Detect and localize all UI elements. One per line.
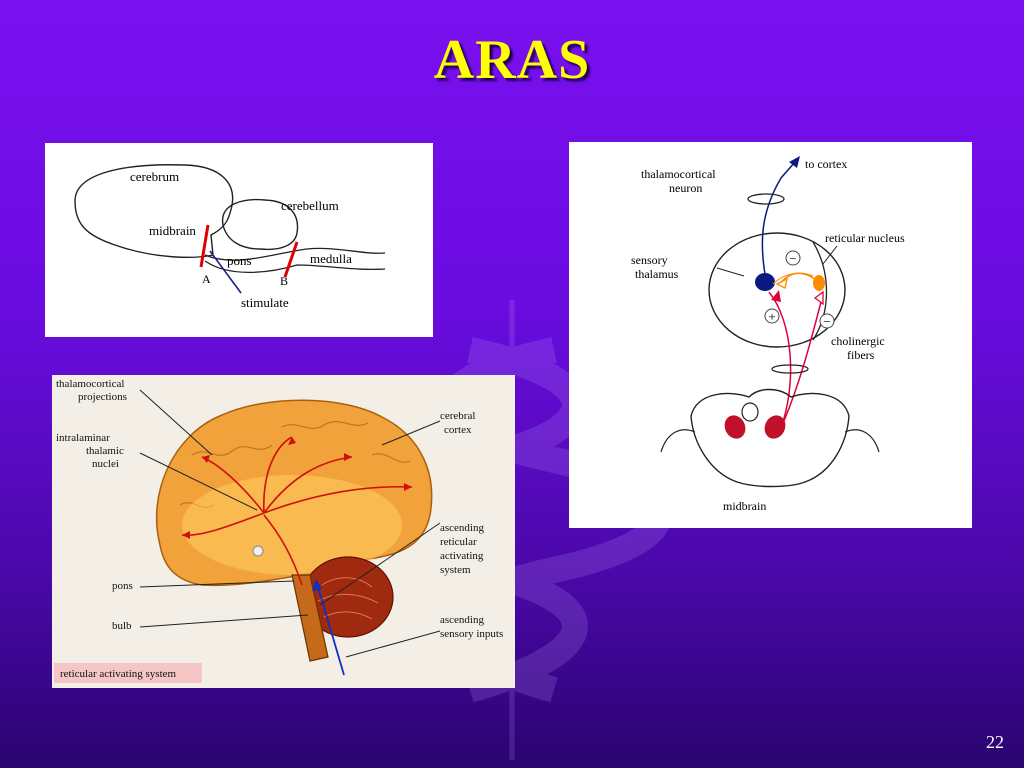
cholinergic-fiber-2 bbox=[780, 301, 822, 429]
reticular-collateral bbox=[772, 272, 814, 285]
brainstem-shape bbox=[291, 574, 329, 662]
brainstem-lower-line bbox=[204, 260, 386, 274]
label-stimulate: stimulate bbox=[241, 295, 289, 310]
label-midbrain: midbrain bbox=[723, 499, 766, 513]
axon-bundle-ring-top bbox=[747, 193, 785, 205]
sensory-thalamus-pointer bbox=[716, 267, 745, 277]
cut-a-line bbox=[199, 224, 210, 268]
cholinergic-synapse-2 bbox=[813, 290, 824, 306]
label-reticular: reticular bbox=[440, 536, 477, 548]
label-thalamic: thalamic bbox=[86, 445, 124, 457]
brainstem-diagram: cerebrum cerebellum midbrain pons medull… bbox=[74, 164, 386, 310]
midbrain-nucleus-left bbox=[724, 415, 746, 439]
label-activating: activating bbox=[440, 550, 484, 562]
projection-arrowheads bbox=[182, 437, 412, 539]
to-cortex-arrowhead bbox=[789, 156, 800, 168]
label-fibers: fibers bbox=[847, 348, 875, 362]
caption-background bbox=[54, 663, 202, 683]
slide-title: ARAS bbox=[433, 29, 591, 91]
brain-labels: thalamocortical projections cerebral cor… bbox=[56, 378, 503, 640]
cerebellum-outline bbox=[222, 198, 299, 251]
sensory-thalamus-outline bbox=[708, 232, 846, 348]
label-cerebrum: cerebrum bbox=[130, 169, 179, 184]
page-number: 22 bbox=[986, 732, 1004, 752]
minus-sign-upper-glyph: − bbox=[789, 251, 796, 266]
cholinergic-synapse-1 bbox=[771, 290, 781, 302]
caption-text: reticular activating system bbox=[60, 668, 177, 680]
label-ascending-sensory: ascending bbox=[440, 614, 484, 626]
reticular-neuron-soma bbox=[813, 275, 825, 291]
cholinergic-bundle-ring bbox=[771, 364, 809, 374]
brain-illustration: thalamocortical projections cerebral cor… bbox=[54, 378, 503, 683]
label-cortex: cortex bbox=[444, 424, 472, 436]
label-nuclei: nuclei bbox=[92, 458, 119, 470]
label-cut-a: A bbox=[202, 272, 211, 286]
label-pointers bbox=[139, 389, 441, 658]
label-cerebellum: cerebellum bbox=[281, 198, 339, 213]
plus-sign-glyph: + bbox=[768, 309, 775, 324]
label-intralaminar: intralaminar bbox=[56, 432, 110, 444]
label-pons: pons bbox=[112, 580, 133, 592]
stimulate-electrode bbox=[209, 250, 242, 294]
plus-sign bbox=[764, 308, 780, 324]
cerebral-aqueduct bbox=[741, 402, 759, 422]
sensory-input-arrowhead bbox=[312, 579, 322, 591]
brainstem-upper-line bbox=[204, 247, 386, 261]
cerebellum-folia bbox=[317, 577, 379, 620]
label-thalamus: thalamus bbox=[635, 267, 679, 281]
midbrain-nucleus-right bbox=[764, 415, 786, 439]
label-thalamocortical: thalamocortical bbox=[56, 378, 124, 390]
thalamocortical-axon bbox=[761, 161, 796, 281]
label-sensory: sensory bbox=[631, 253, 668, 267]
reticular-nucleus-border bbox=[812, 241, 828, 341]
thalamocortical-neuron-soma bbox=[755, 273, 775, 291]
brain-illustration-panel: thalamocortical projections cerebral cor… bbox=[52, 375, 515, 688]
label-neuron: neuron bbox=[669, 181, 702, 195]
label-cerebral: cerebral bbox=[440, 410, 475, 422]
label-to-cortex: to cortex bbox=[805, 157, 847, 171]
reticular-synapse bbox=[775, 277, 788, 289]
label-cut-b: B bbox=[280, 274, 288, 288]
label-cholinergic: cholinergic bbox=[831, 334, 885, 348]
cholinergic-fiber-1 bbox=[768, 291, 792, 429]
minus-sign-upper bbox=[785, 250, 801, 266]
label-projections: projections bbox=[78, 391, 127, 403]
label-system: system bbox=[440, 564, 471, 576]
reticular-nucleus-pointer bbox=[822, 245, 838, 265]
minus-sign-lower-glyph: − bbox=[823, 314, 830, 329]
thalamus-circuit-diagram: − + − to cortex thalamocortical neuron r… bbox=[631, 156, 905, 513]
label-sensory-inputs: sensory inputs bbox=[440, 628, 503, 640]
label-medulla: medulla bbox=[310, 251, 352, 266]
label-reticular-nucleus: reticular nucleus bbox=[825, 231, 905, 245]
minus-sign-lower bbox=[819, 313, 835, 329]
label-pons: pons bbox=[227, 253, 252, 268]
sensory-input-arrow bbox=[317, 586, 345, 676]
brainstem-diagram-panel: cerebrum cerebellum midbrain pons medull… bbox=[45, 143, 433, 337]
label-bulb: bulb bbox=[112, 620, 132, 632]
label-ascending: ascending bbox=[440, 522, 484, 534]
midbrain-section-outline bbox=[690, 388, 850, 488]
thalamocortical-projections bbox=[181, 436, 413, 586]
cut-b-line bbox=[283, 241, 299, 278]
thalamus-circuit-panel: − + − to cortex thalamocortical neuron r… bbox=[569, 142, 972, 528]
midbrain-peduncles bbox=[660, 429, 880, 453]
small-structure bbox=[252, 545, 264, 557]
label-thalamocortical: thalamocortical bbox=[641, 167, 716, 181]
label-midbrain: midbrain bbox=[149, 223, 196, 238]
